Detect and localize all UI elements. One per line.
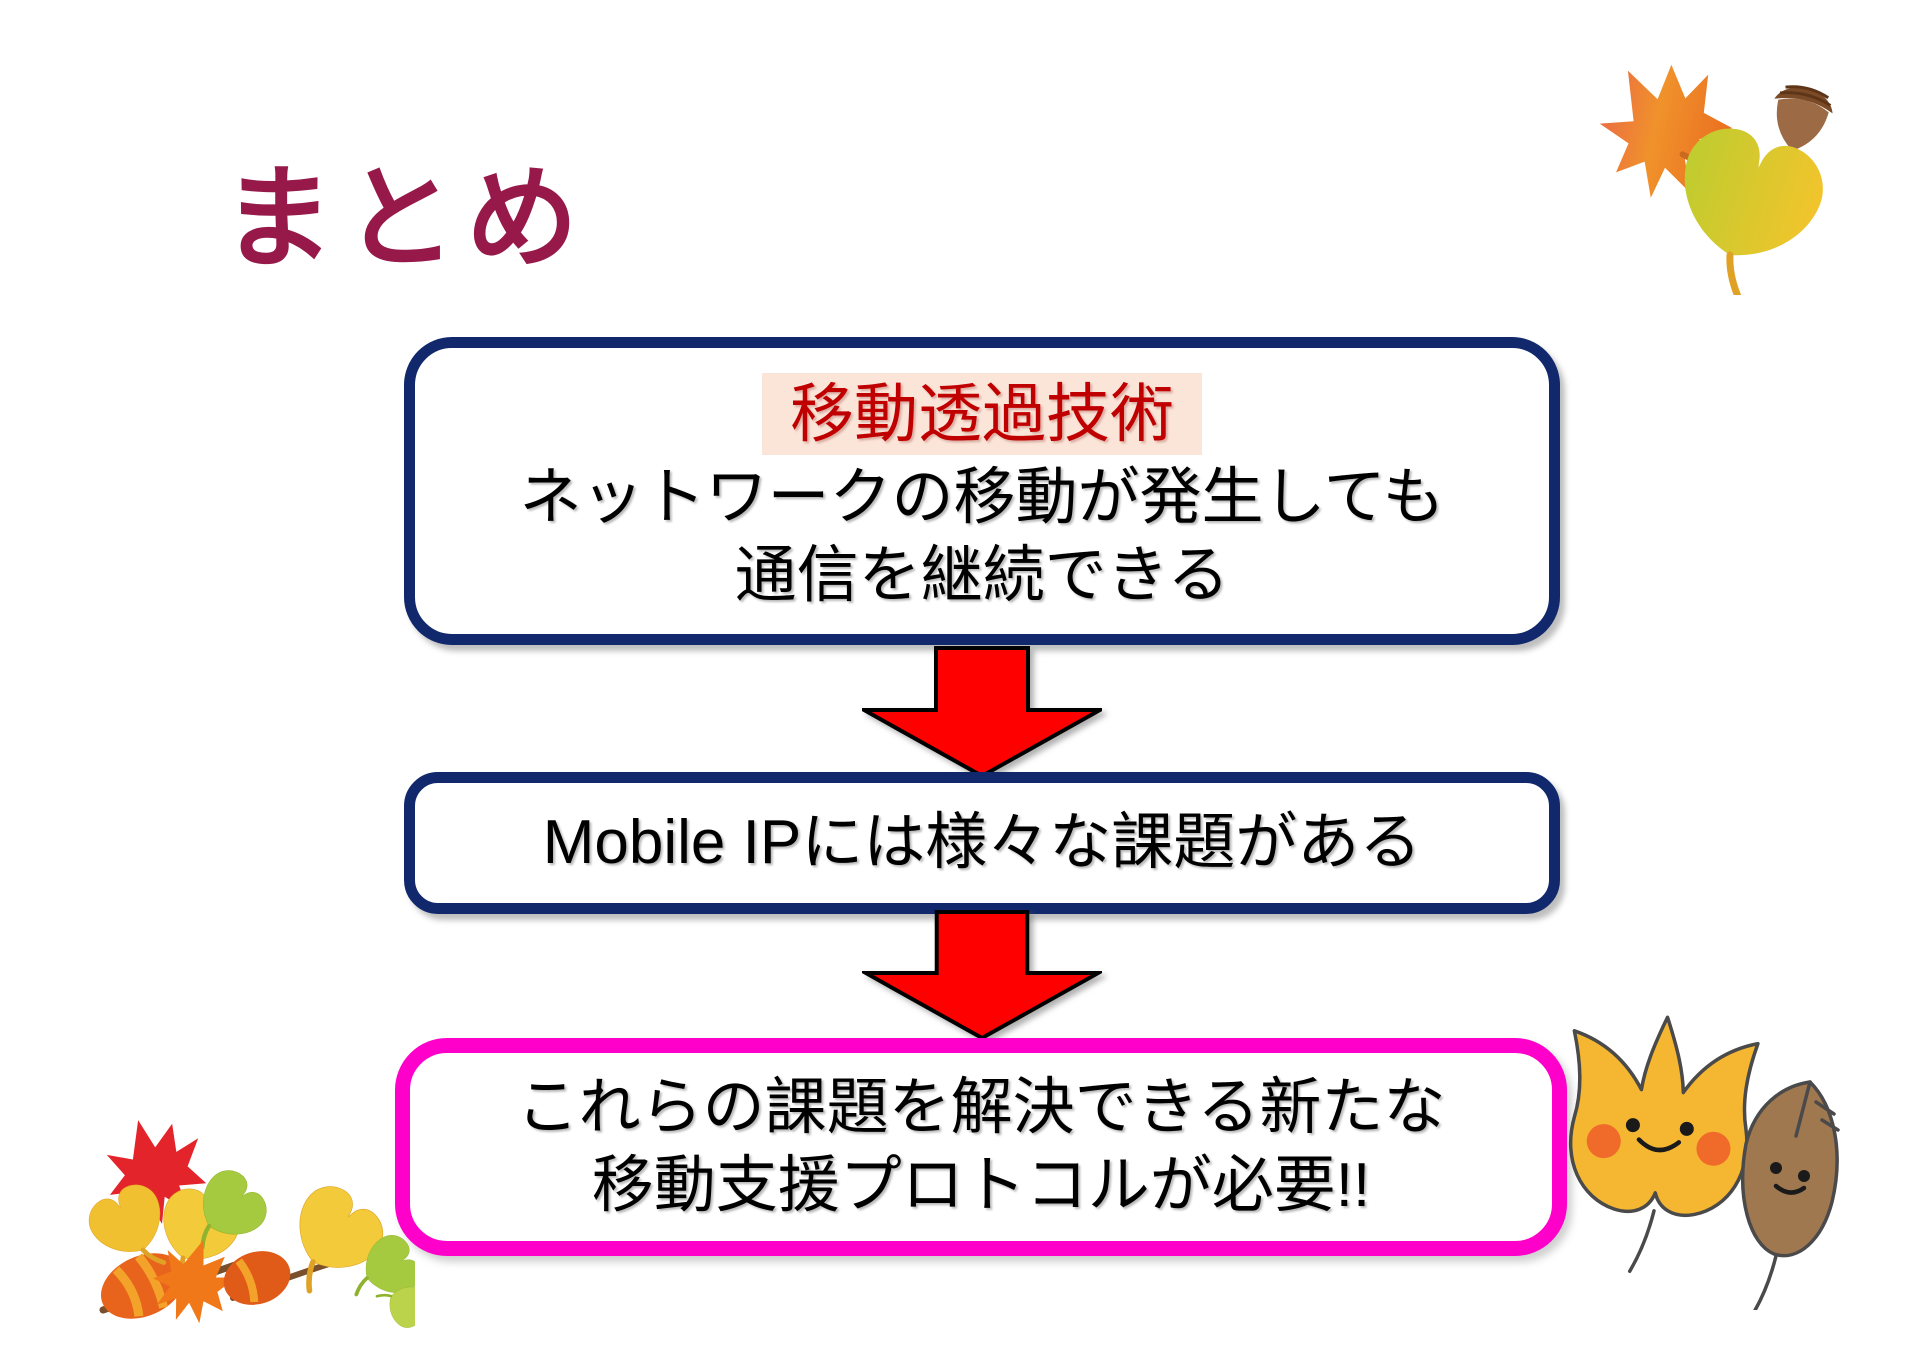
orange-leaf-icon bbox=[223, 1251, 291, 1305]
box3-line-2: 移動支援プロトコルが必要!! bbox=[591, 1151, 1371, 1220]
smiling-brown-leaf-icon bbox=[1741, 1080, 1840, 1310]
box1-line-2: 通信を継続できる bbox=[734, 541, 1230, 610]
down-arrow-1 bbox=[862, 646, 1102, 778]
flow-box-new-protocol-needed: これらの課題を解決できる新たな 移動支援プロトコルが必要!! bbox=[395, 1038, 1567, 1256]
box1-line-1: ネットワークの移動が発生しても bbox=[519, 463, 1445, 532]
slide-title: まとめ bbox=[222, 156, 588, 281]
flow-box-mobility-transparency: 移動透過技術 ネットワークの移動が発生しても 通信を継続できる bbox=[404, 337, 1560, 645]
acorn-icon bbox=[1774, 85, 1833, 151]
box3-line-1: これらの課題を解決できる新たな bbox=[516, 1073, 1446, 1142]
autumn-decoration-top-right bbox=[1599, 64, 1833, 295]
flow-box-mobileip-issues: Mobile IPには様々な課題がある bbox=[404, 772, 1560, 914]
box2-line-1: Mobile IPには様々な課題がある bbox=[542, 808, 1422, 877]
ginkgo-leaf-icon bbox=[1684, 128, 1823, 295]
autumn-decoration-bottom-left bbox=[85, 1110, 415, 1334]
down-arrow-2 bbox=[862, 910, 1102, 1040]
smiling-leaves-decoration-bottom-right bbox=[1569, 1015, 1840, 1310]
smiling-yellow-leaf-icon bbox=[1569, 1015, 1760, 1273]
highlight-label: 移動透過技術 bbox=[762, 373, 1202, 455]
